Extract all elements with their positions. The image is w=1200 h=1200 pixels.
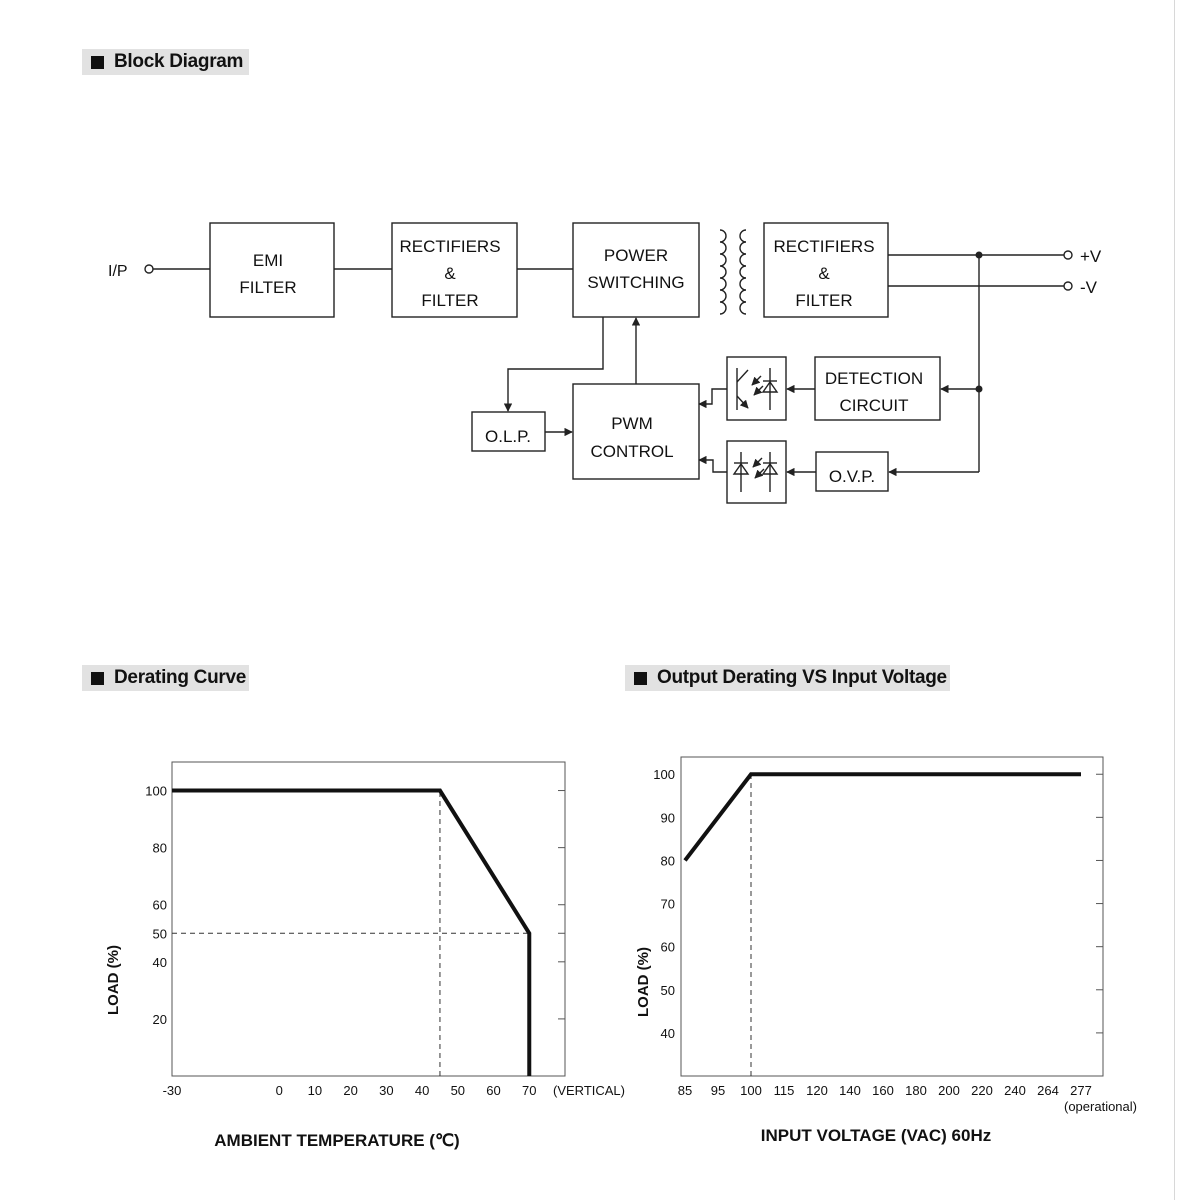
x-tick-label: 180 bbox=[905, 1083, 927, 1098]
x-tick-label: 10 bbox=[308, 1083, 322, 1098]
minus-v-label: -V bbox=[1080, 278, 1098, 297]
y-axis-label: LOAD (%) bbox=[105, 945, 122, 1015]
svg-text:&: & bbox=[444, 264, 456, 283]
pwm-control-block: PWM CONTROL bbox=[572, 383, 700, 480]
derating-curve-line bbox=[172, 788, 532, 1076]
svg-text:POWER: POWER bbox=[604, 246, 668, 265]
svg-text:DETECTION: DETECTION bbox=[825, 369, 923, 388]
output-derating-title: Output Derating VS Input Voltage bbox=[657, 667, 947, 688]
y-tick-label: 80 bbox=[153, 841, 167, 856]
svg-text:O.L.P.: O.L.P. bbox=[485, 427, 531, 446]
x-tick-label: 264 bbox=[1037, 1083, 1059, 1098]
minus-v-terminal bbox=[1063, 281, 1073, 291]
svg-text:EMI: EMI bbox=[253, 251, 283, 270]
x-tick-label: 277 bbox=[1070, 1083, 1092, 1098]
svg-text:&: & bbox=[818, 264, 830, 283]
output-rectifiers-filter-block: RECTIFIERS & FILTER bbox=[763, 222, 889, 318]
x-tick-label: 70 bbox=[522, 1083, 536, 1098]
svg-text:O.V.P.: O.V.P. bbox=[829, 467, 875, 486]
x-tick-label: 160 bbox=[872, 1083, 894, 1098]
svg-text:CONTROL: CONTROL bbox=[590, 442, 673, 461]
y-tick-label: 20 bbox=[153, 1012, 167, 1027]
output-derating-header: Output Derating VS Input Voltage bbox=[625, 665, 950, 691]
x-tick-label: 220 bbox=[971, 1083, 993, 1098]
x-tick-label: 30 bbox=[379, 1083, 393, 1098]
svg-text:FILTER: FILTER bbox=[239, 278, 296, 297]
x-tick-label: -30 bbox=[163, 1083, 182, 1098]
svg-text:SWITCHING: SWITCHING bbox=[587, 273, 684, 292]
square-bullet-icon bbox=[91, 55, 104, 69]
input-label: I/P bbox=[108, 263, 128, 280]
svg-text:RECTIFIERS: RECTIFIERS bbox=[773, 237, 874, 256]
x-tick-label: 85 bbox=[678, 1083, 692, 1098]
x-note: (operational) bbox=[1064, 1099, 1137, 1114]
derating-curve-header: Derating Curve bbox=[82, 665, 249, 691]
y-tick-label: 100 bbox=[653, 767, 675, 782]
block-diagram-title: Block Diagram bbox=[114, 51, 244, 72]
power-switching-block: POWER SWITCHING bbox=[572, 222, 700, 318]
square-bullet-icon bbox=[91, 671, 104, 685]
emi-filter-block: EMI FILTER bbox=[209, 222, 335, 318]
svg-text:FILTER: FILTER bbox=[795, 291, 852, 310]
y-tick-label: 80 bbox=[661, 853, 675, 868]
svg-text:CIRCUIT: CIRCUIT bbox=[840, 396, 909, 415]
derating-curve-title: Derating Curve bbox=[114, 667, 247, 688]
y-axis-label: LOAD (%) bbox=[635, 947, 652, 1017]
plot-frame bbox=[680, 756, 1104, 1077]
x-axis-label: INPUT VOLTAGE (VAC) 60Hz bbox=[761, 1126, 991, 1145]
y-tick-label: 50 bbox=[661, 983, 675, 998]
x-tick-label: 20 bbox=[343, 1083, 357, 1098]
svg-text:RECTIFIERS: RECTIFIERS bbox=[399, 237, 500, 256]
y-tick-label: 70 bbox=[661, 897, 675, 912]
y-tick-label: 50 bbox=[153, 926, 167, 941]
x-tick-label: 240 bbox=[1004, 1083, 1026, 1098]
y-tick-label: 60 bbox=[153, 898, 167, 913]
x-tick-label: 40 bbox=[415, 1083, 429, 1098]
output-derating-line bbox=[683, 772, 1081, 862]
y-tick-label: 40 bbox=[153, 955, 167, 970]
plus-v-terminal bbox=[1063, 250, 1073, 260]
y-tick-label: 60 bbox=[661, 940, 675, 955]
y-tick-label: 40 bbox=[661, 1026, 675, 1041]
x-tick-label: 95 bbox=[711, 1083, 725, 1098]
x-tick-label: 60 bbox=[486, 1083, 500, 1098]
y-tick-label: 100 bbox=[145, 784, 167, 799]
block-diagram: I/P EMI FILTER RECTIFIERS & FILTER POWER… bbox=[108, 222, 1102, 504]
plot-frame bbox=[171, 761, 566, 1077]
x-tick-label: 120 bbox=[806, 1083, 828, 1098]
x-tick-label: 115 bbox=[774, 1083, 795, 1098]
x-axis-label: AMBIENT TEMPERATURE (℃) bbox=[214, 1131, 459, 1150]
x-tick-label: 140 bbox=[839, 1083, 861, 1098]
svg-text:PWM: PWM bbox=[611, 414, 653, 433]
x-tick-label: 50 bbox=[451, 1083, 465, 1098]
x-tick-label: 100 bbox=[740, 1083, 762, 1098]
input-rectifiers-filter-block: RECTIFIERS & FILTER bbox=[391, 222, 518, 318]
x-tick-label: 0 bbox=[276, 1083, 283, 1098]
plus-v-label: +V bbox=[1080, 247, 1102, 266]
page-edge-line bbox=[1174, 0, 1175, 1200]
transformer-icon bbox=[719, 229, 747, 315]
svg-text:FILTER: FILTER bbox=[421, 291, 478, 310]
detection-circuit-block: DETECTION CIRCUIT bbox=[814, 356, 941, 421]
y-tick-label: 90 bbox=[661, 810, 675, 825]
block-diagram-header: Block Diagram bbox=[82, 49, 249, 75]
x-tick-label: 200 bbox=[938, 1083, 960, 1098]
square-bullet-icon bbox=[634, 671, 647, 685]
x-note: (VERTICAL) bbox=[553, 1083, 625, 1098]
